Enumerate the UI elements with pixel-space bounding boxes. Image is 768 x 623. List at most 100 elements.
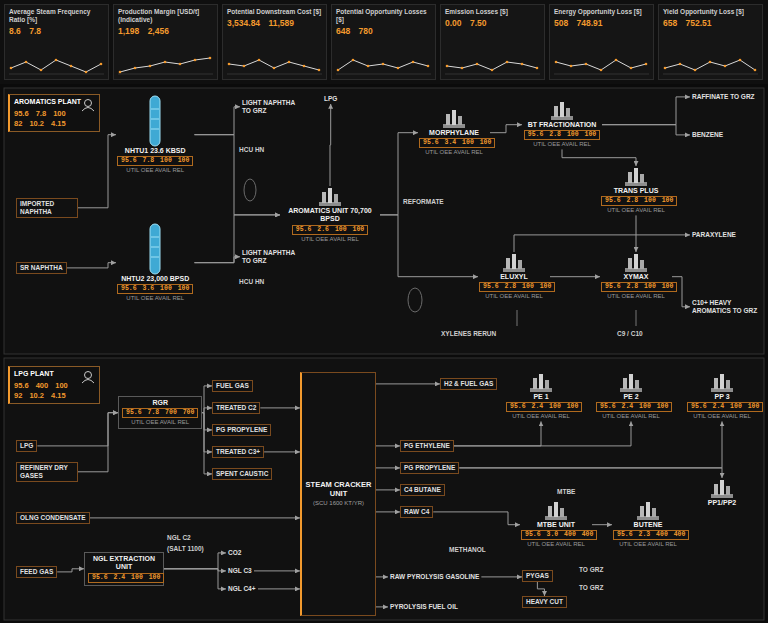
node-value: 648 780	[336, 26, 431, 36]
column-unit: NHTU1 23.6 KBSD95.6 7.8 100 100UTIL OEE …	[116, 94, 194, 175]
node-name: PYROLYSIS FUEL OIL	[390, 603, 458, 611]
column-tray	[151, 247, 159, 248]
sparkline-dot	[70, 65, 73, 68]
node-name: BUTENE	[613, 521, 683, 529]
sparkline	[227, 52, 322, 76]
flow-line	[376, 606, 388, 607]
sparkline-dot	[724, 65, 727, 68]
plant-icon	[80, 370, 96, 384]
unit-icon-part	[640, 174, 644, 183]
stream-box: HEAVY CUT	[522, 596, 567, 608]
unit-icon	[317, 187, 343, 207]
stream-box: LPG	[16, 440, 37, 452]
node-name: PP 3	[687, 393, 757, 401]
flow-line	[202, 386, 212, 413]
sparkline-dot	[228, 63, 231, 66]
unit-icon-part	[714, 378, 718, 389]
sparkline-path	[11, 60, 101, 72]
unit-icon	[623, 167, 649, 187]
unit-icon	[709, 373, 735, 393]
unit-icon-part	[652, 508, 656, 517]
stream-label: NGL C2	[166, 534, 192, 542]
flow-line	[194, 257, 240, 263]
stream-label: TO GRZ	[578, 584, 604, 592]
sparkline-axis	[118, 74, 213, 75]
flow-line	[202, 413, 212, 474]
sparkline-dot	[134, 67, 137, 70]
sparkline-dot	[427, 65, 430, 68]
column-unit: NHTU2 23,000 BPSD95.6 3.6 100 100UTIL OE…	[116, 222, 194, 303]
stream-box: TREATED C3+	[212, 446, 264, 458]
stream-terminal: NGL C4+	[226, 584, 258, 594]
stream-label: HCU HN	[238, 278, 265, 286]
flow-line	[490, 125, 522, 133]
sparkline-dot	[630, 67, 633, 70]
sparkline-dot	[337, 69, 340, 72]
sparkline-dot	[446, 65, 449, 68]
unit-icon-part	[720, 374, 724, 389]
node-value: 95.6 3.0 400 400	[521, 530, 597, 540]
unit-icon-part	[554, 106, 558, 117]
node-value: 95.6 2.4 100 100	[506, 402, 582, 412]
node-name: LIGHT NAPHTHA TO GRZ	[242, 249, 300, 265]
unit-icon-part	[322, 192, 326, 203]
kpi-card: Energy Opportunity Loss [$]508 748.91	[549, 4, 654, 80]
unit-icon	[549, 101, 575, 121]
node-value: 8.6 7.8	[9, 26, 104, 36]
stream-box: SPENT CAUSTIC	[212, 468, 272, 480]
flow-line	[376, 383, 440, 384]
stream-box: OLNG CONDENSATE	[16, 512, 90, 524]
node-value: 1,198 2,456	[118, 26, 213, 36]
unit-icon-part	[628, 258, 632, 269]
sparkline-dot	[382, 63, 385, 66]
node-value: UTIL OEE AVAIL REL	[596, 413, 666, 420]
flow-line	[90, 517, 300, 518]
node-name: MTBE UNIT	[521, 521, 591, 529]
process-unit: MORPHYLANE95.6 3.4 100 100UTIL OEE AVAIL…	[418, 108, 490, 157]
stream-box: FUEL GAS	[212, 380, 253, 392]
column-tray	[151, 119, 159, 120]
stream-terminal: RAW PYROLYSIS GASOLINE	[388, 572, 481, 582]
sparkline-dot	[273, 67, 276, 70]
unit-icon-part	[560, 102, 564, 117]
node-value: UTIL OEE AVAIL REL	[479, 293, 549, 300]
process-unit: TRANS PLUS95.6 2.8 100 100UTIL OEE AVAIL…	[600, 166, 672, 215]
node-name: HEAVY CUT	[526, 598, 563, 606]
sparkline-dot	[288, 61, 291, 64]
stream-box: C4 BUTANE	[400, 484, 445, 496]
stream-label: HCU HN	[238, 146, 265, 154]
stream-label: METHANOL	[448, 546, 487, 554]
node-name: Average Steam Frequency Ratio [%]	[9, 8, 104, 24]
sparkline-dot	[55, 59, 58, 62]
node-value: 95.6 400 100	[14, 381, 95, 390]
sparkline-dot	[600, 69, 603, 72]
node-name: CO2	[228, 549, 241, 557]
sparkline-dot	[119, 71, 122, 74]
flow-line	[459, 421, 722, 468]
node-name: PG ETHYLENE	[404, 442, 450, 450]
stream-label: C9 / C10	[616, 330, 644, 338]
kpi-strip	[0, 0, 768, 84]
sparkline-path	[665, 60, 755, 70]
stream-terminal: C10+ HEAVY AROMATICS TO GRZ	[690, 298, 762, 316]
flow-line	[376, 489, 400, 490]
sparkline-axis	[554, 74, 649, 75]
unit-icon-part	[533, 378, 537, 389]
sparkline-dot	[194, 59, 197, 62]
sparkline-axis	[9, 74, 104, 75]
node-value: UTIL OEE AVAIL REL	[117, 295, 193, 302]
node-name: Emission Losses [$]	[445, 8, 540, 16]
rerun-line	[636, 310, 637, 326]
sparkline-dot	[491, 69, 494, 72]
kpi-card: Average Steam Frequency Ratio [%] 8.6 7.8	[4, 4, 109, 80]
node-value: 95.6 3.4 100 100	[419, 138, 495, 148]
node-value: UTIL OEE AVAIL REL	[523, 141, 601, 148]
flow-line	[78, 135, 116, 208]
node-value: UTIL OEE AVAIL REL	[687, 413, 757, 420]
sparkline-dot	[536, 67, 539, 70]
olefins-panel	[4, 358, 764, 620]
node-value: 95.6 2.8 100 100	[601, 196, 677, 206]
node-name: SPENT CAUSTIC	[216, 470, 268, 478]
column-vessel	[150, 224, 160, 274]
